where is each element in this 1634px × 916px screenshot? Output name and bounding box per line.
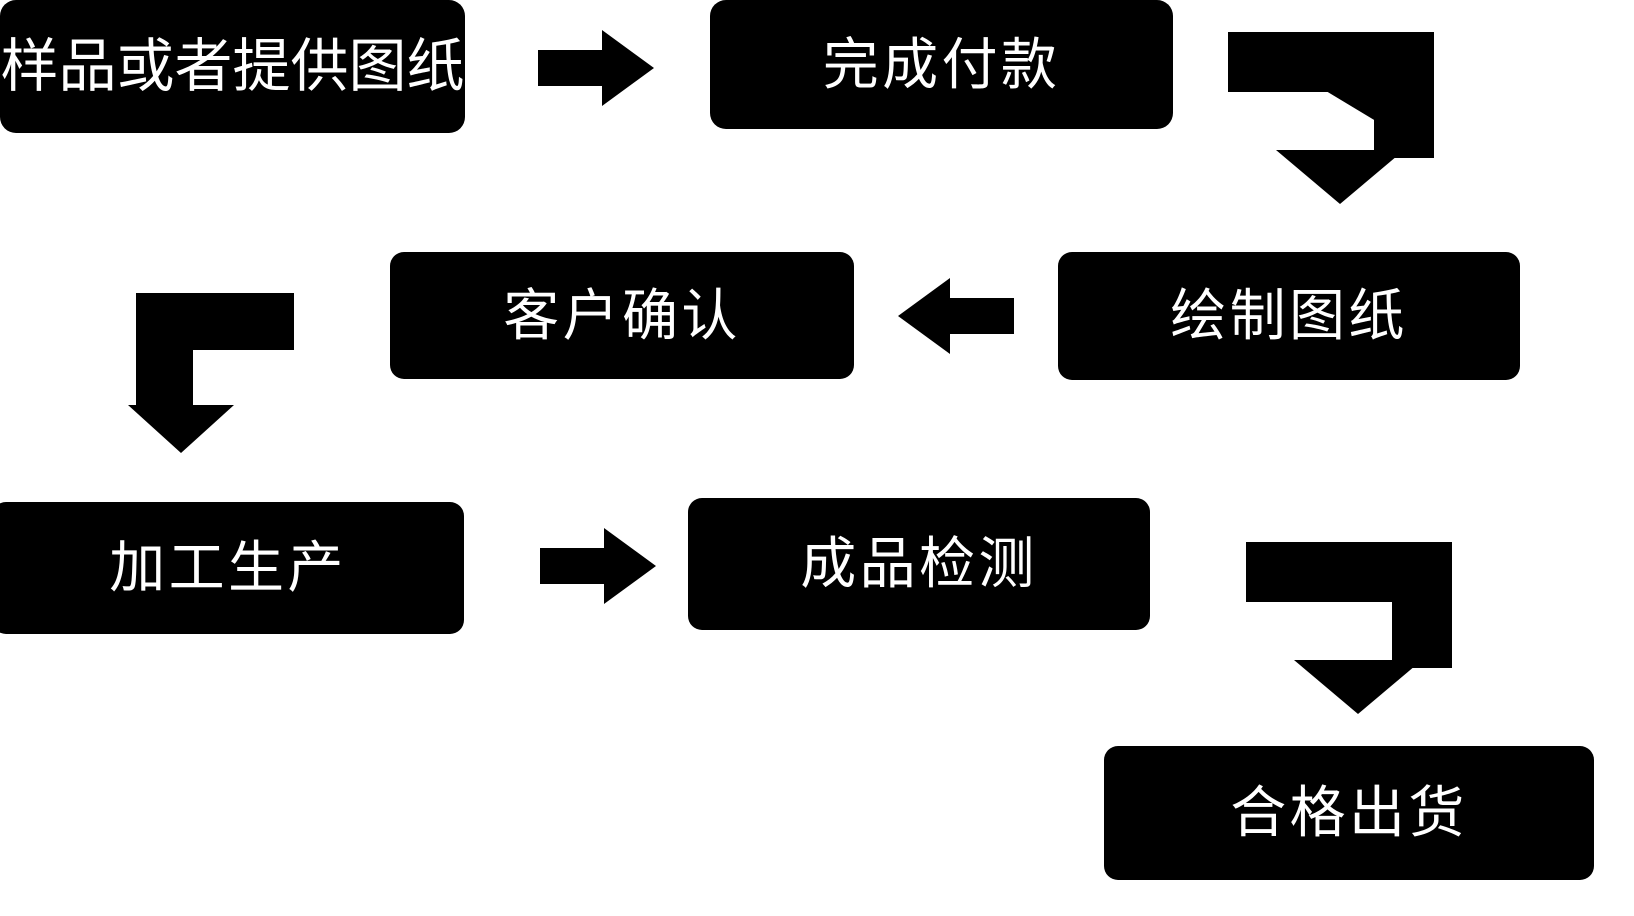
arrow-left-icon (898, 278, 1014, 354)
arrow-elbow-down-left-icon (128, 293, 294, 453)
flow-node-production[interactable]: 加工生产 (0, 502, 464, 634)
flow-node-drawing-label: 绘制图纸 (1170, 284, 1408, 347)
flow-node-inspection[interactable]: 成品检测 (688, 498, 1150, 630)
arrow-elbow-down-right-icon (1228, 32, 1434, 204)
arrow-right-icon (538, 30, 654, 106)
flow-node-confirm[interactable]: 客户确认 (390, 252, 854, 379)
flow-node-inspection-label: 成品检测 (800, 532, 1038, 595)
flow-node-shipment[interactable]: 合格出货 (1104, 746, 1594, 880)
flow-node-confirm-label: 客户确认 (503, 283, 741, 347)
flow-node-sample-label: 样品或者提供图纸 (0, 33, 465, 99)
flow-node-drawing[interactable]: 绘制图纸 (1058, 252, 1520, 380)
arrow-right-icon (540, 528, 656, 604)
flow-node-production-label: 加工生产 (109, 536, 347, 599)
flow-node-sample[interactable]: 样品或者提供图纸 (0, 0, 465, 133)
flow-node-shipment-label: 合格出货 (1230, 781, 1468, 844)
arrow-elbow-down-right-icon (1246, 542, 1452, 714)
flow-node-payment[interactable]: 完成付款 (710, 0, 1173, 129)
flow-node-payment-label: 完成付款 (822, 32, 1061, 96)
